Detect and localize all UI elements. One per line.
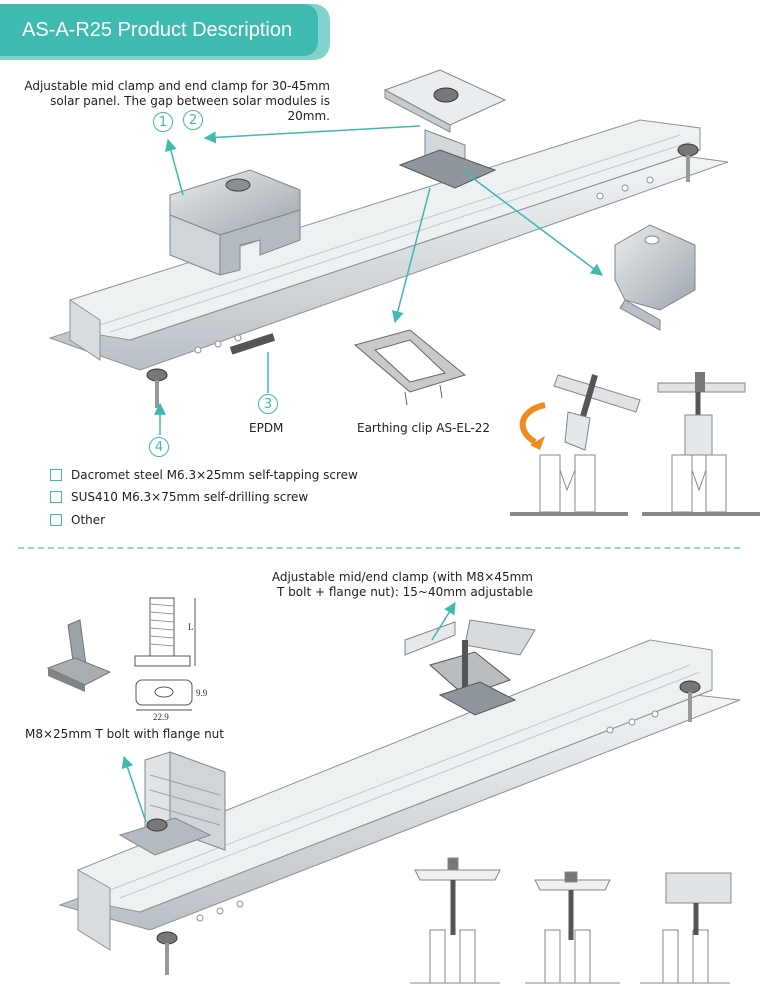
title-tab-shadow: AS-A-R25 Product Description — [0, 4, 330, 60]
section-views-top — [510, 372, 760, 516]
screw-icon — [156, 680, 701, 975]
page-title: AS-A-R25 Product Description — [22, 18, 293, 41]
t-bolt-caption: M8×25mm T bolt with flange nut — [25, 727, 224, 741]
dim-height: 9.9 — [196, 688, 208, 698]
option-label: Dacromet steel M6.3×25mm self-tapping sc… — [71, 468, 358, 482]
option-self-tapping[interactable]: Dacromet steel M6.3×25mm self-tapping sc… — [50, 468, 358, 482]
checkbox[interactable] — [50, 514, 62, 526]
screw-icon — [146, 143, 699, 408]
checkbox[interactable] — [50, 491, 62, 503]
option-self-drilling[interactable]: SUS410 M6.3×75mm self-drilling screw — [50, 490, 308, 504]
end-clamp — [169, 169, 301, 276]
epdm-label: EPDM — [249, 421, 284, 435]
marker-1: 1 — [153, 112, 173, 132]
checkbox[interactable] — [50, 469, 62, 481]
mid-clamp-bottom — [404, 619, 536, 716]
earthing-clip-label: Earthing clip AS-EL-22 — [357, 421, 491, 435]
title-tab: AS-A-R25 Product Description — [0, 4, 318, 56]
top-rail — [48, 119, 729, 371]
option-label: SUS410 M6.3×75mm self-drilling screw — [71, 490, 309, 504]
dim-width: 22.9 — [153, 712, 169, 722]
clamp-detail — [614, 224, 696, 331]
t-bolt-icon — [46, 619, 112, 692]
bottom-rail — [58, 639, 741, 951]
section-divider — [18, 547, 740, 549]
end-clamp-bottom — [118, 751, 226, 856]
marker-3: 3 — [258, 394, 278, 414]
marker-2: 2 — [183, 110, 203, 130]
clamp-caption-line2: solar panel. The gap between solar modul… — [50, 94, 330, 123]
option-other[interactable]: Other — [50, 513, 105, 527]
option-label: Other — [71, 513, 106, 527]
clamp-caption-line1: Adjustable mid clamp and end clamp for 3… — [24, 79, 330, 93]
dim-length: L — [188, 622, 194, 632]
t-bolt-drawing — [134, 597, 196, 711]
mid-clamp — [383, 69, 507, 189]
marker-4: 4 — [149, 437, 169, 457]
bottom-clamp-caption-line1: Adjustable mid/end clamp (with M8×45mm — [271, 570, 533, 584]
bottom-clamp-caption-line2: T bolt + flange nut): 15~40mm adjustable — [277, 585, 533, 599]
earthing-clip — [353, 329, 467, 406]
section-views-bottom — [410, 857, 732, 984]
